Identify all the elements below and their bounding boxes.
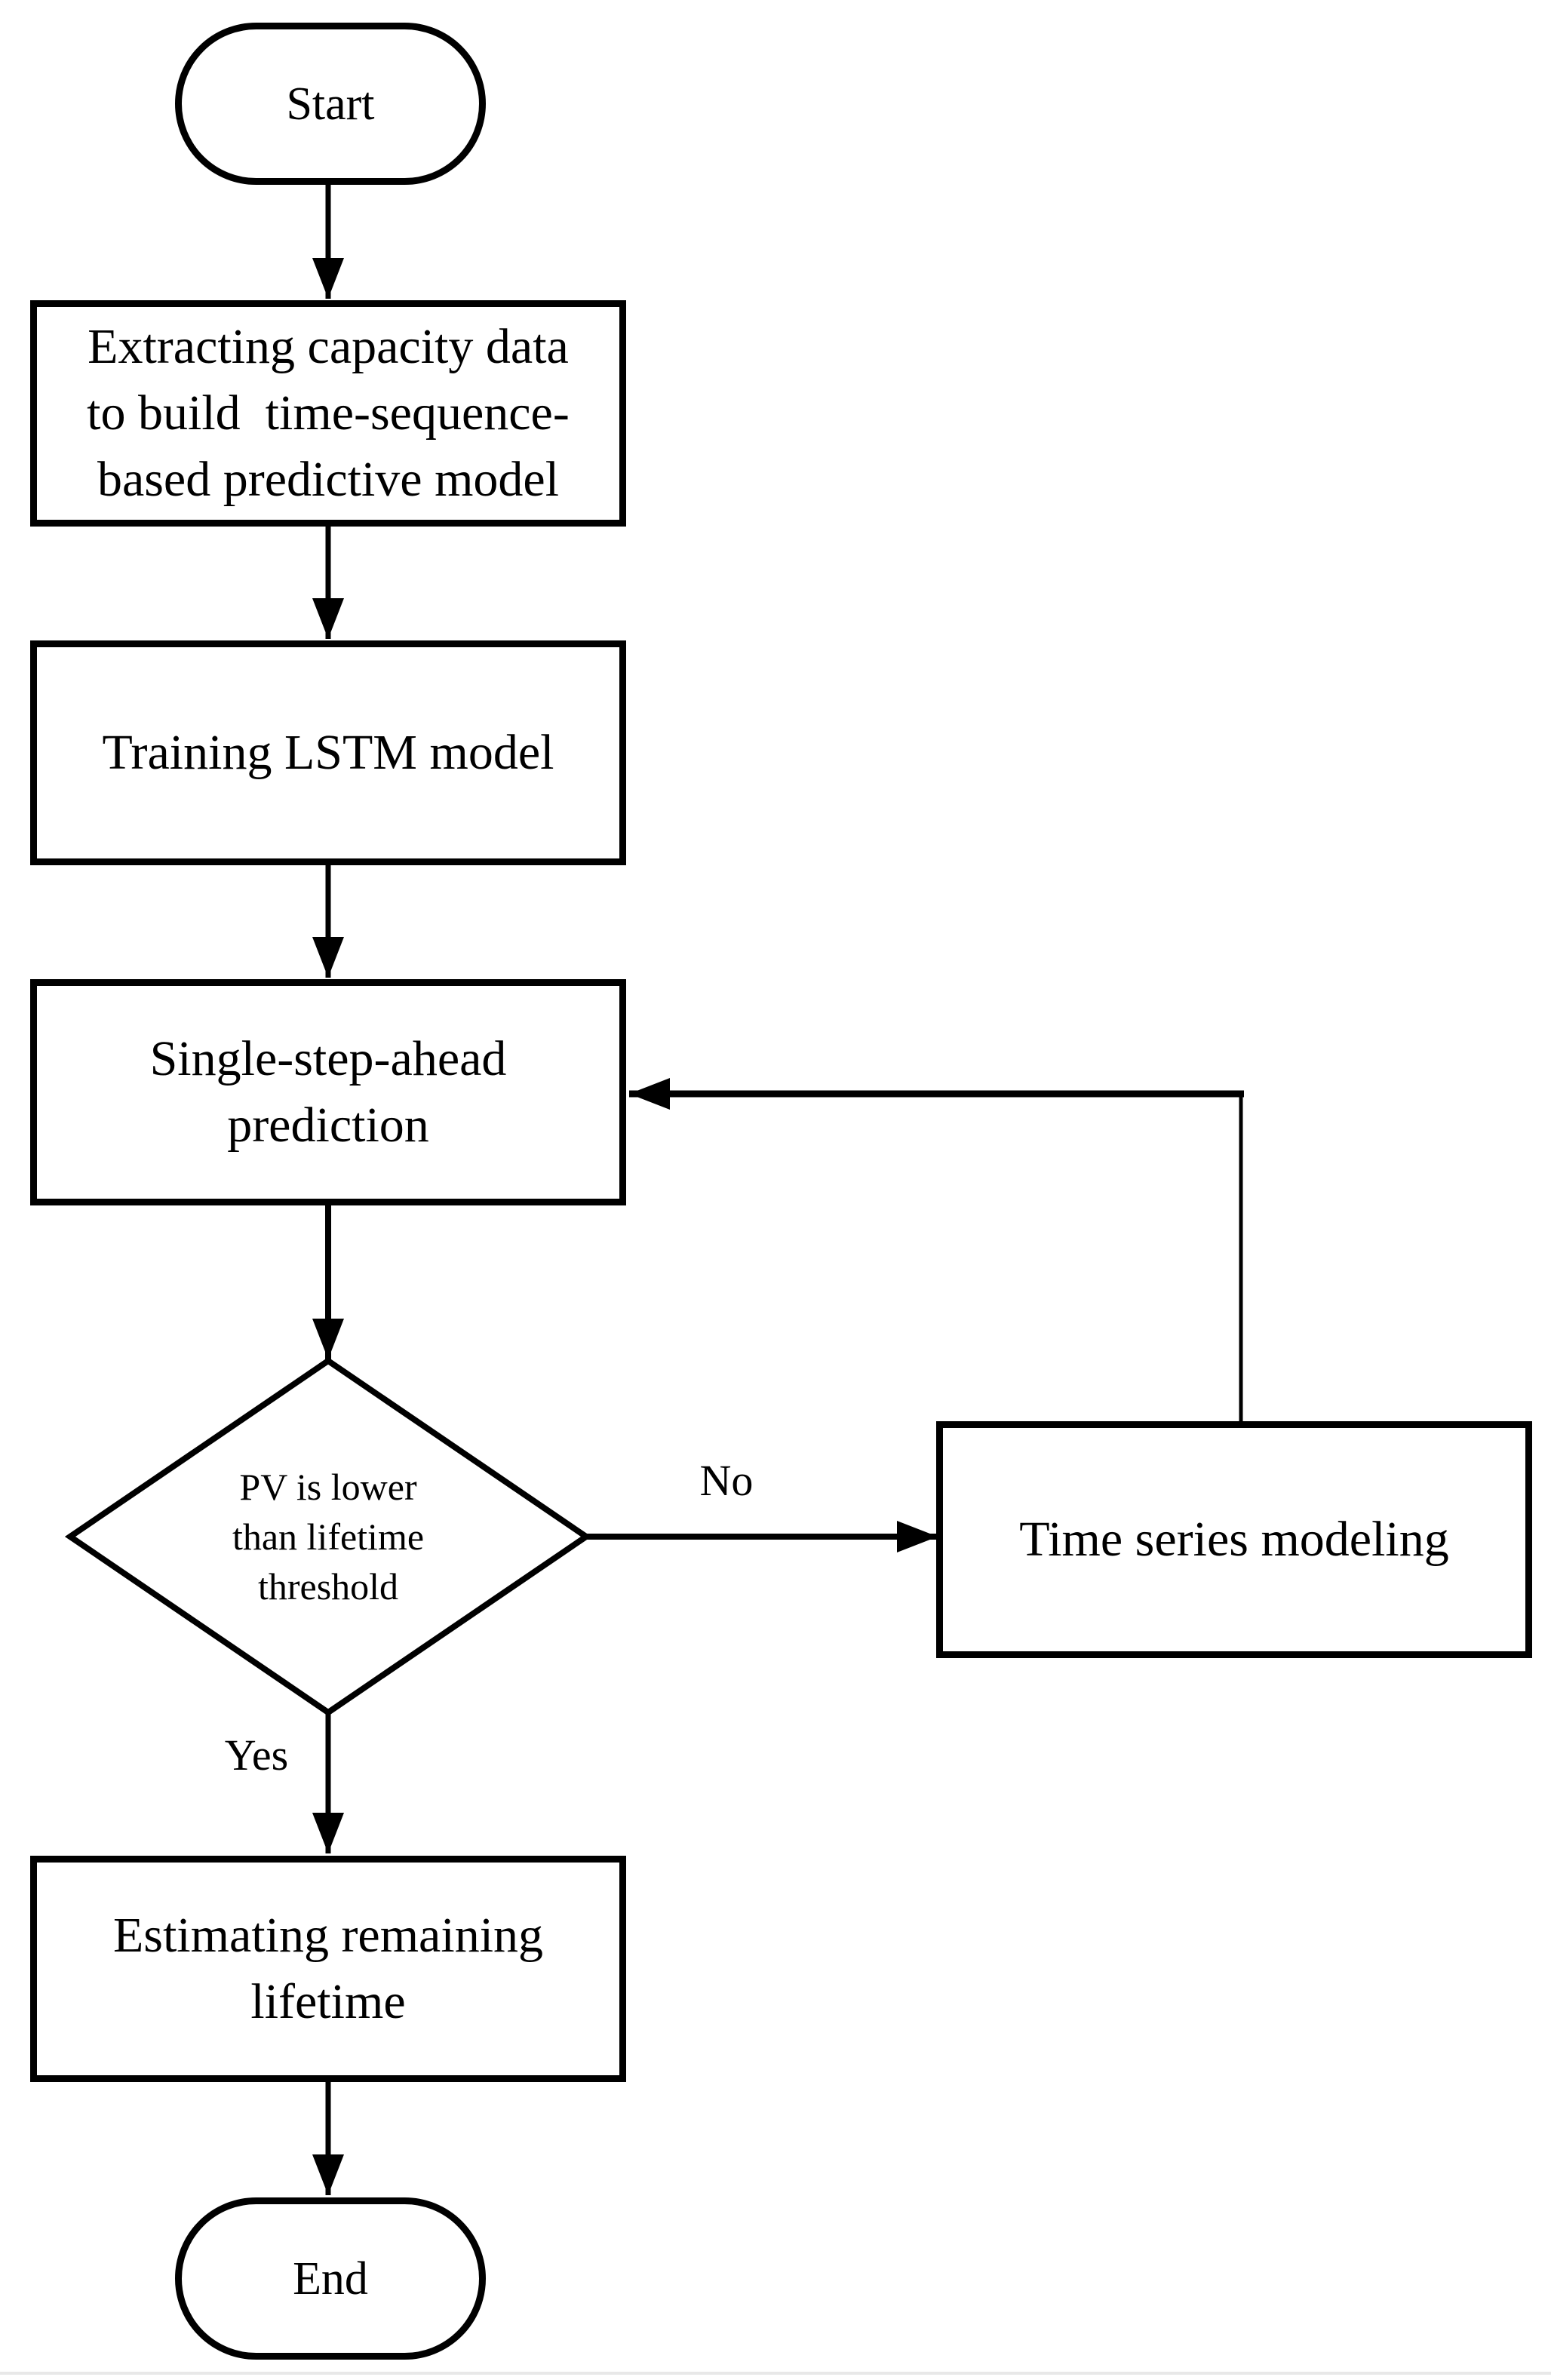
start-terminator: Start <box>175 23 486 185</box>
process-extract-capacity-data: Extracting capacity data to build time-s… <box>30 300 626 527</box>
process-training-lstm: Training LSTM model <box>30 640 626 865</box>
start-label: Start <box>286 78 375 130</box>
process-label-line: Time series modeling <box>1019 1512 1449 1567</box>
process-label-line: Estimating remaining <box>112 1908 544 1963</box>
end-terminator: End <box>175 2197 486 2360</box>
process-estimating-remaining-lifetime: Estimating remaining lifetime <box>30 1856 626 2082</box>
decision-label-line: PV is lower <box>239 1466 417 1508</box>
decision-diamond-shape <box>64 1357 592 1716</box>
process-time-series-modeling: Time series modeling <box>936 1421 1532 1658</box>
process-single-step-prediction: Single-step-ahead prediction <box>30 979 626 1205</box>
decision-label-line: threshold <box>257 1565 399 1608</box>
page-bottom-rule <box>0 2372 1551 2375</box>
end-label: End <box>293 2253 368 2305</box>
process-label-line: Single-step-ahead <box>149 1031 507 1086</box>
edge-label-yes: Yes <box>224 1730 289 1780</box>
process-label-line: Training LSTM model <box>102 725 554 780</box>
decision-label-line: than lifetime <box>232 1516 425 1558</box>
process-label-line: prediction <box>227 1098 429 1153</box>
edge-label-no: No <box>699 1455 754 1505</box>
process-label-line: based predictive model <box>97 452 560 507</box>
process-label-line: lifetime <box>250 1974 406 2029</box>
process-label-line: Extracting capacity data <box>88 319 569 374</box>
decision-pv-threshold-text: PV is lower than lifetime threshold <box>102 1386 554 1687</box>
process-label-line: to build time-sequence- <box>87 385 570 441</box>
